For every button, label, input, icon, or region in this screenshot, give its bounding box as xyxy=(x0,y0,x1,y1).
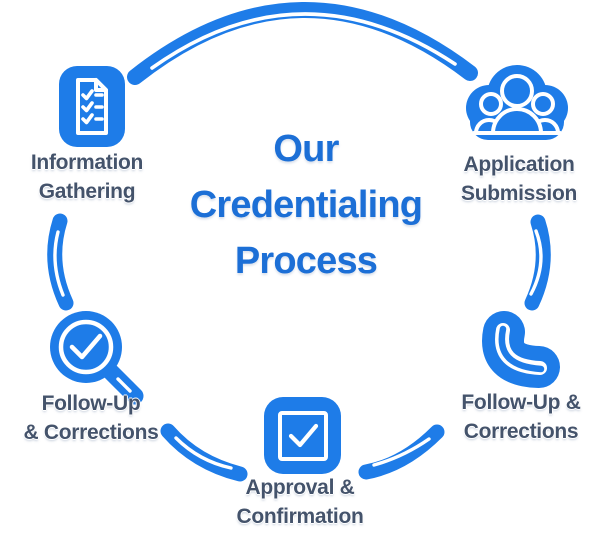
arc-left-connector xyxy=(47,213,74,311)
step-label-line: Submission xyxy=(460,182,578,205)
magnifier-check-icon xyxy=(50,311,144,405)
title-line-1: Our xyxy=(273,128,339,170)
arc-top-connector xyxy=(127,2,478,85)
step-label-follow-up-corrections-right: Follow-Up & Corrections xyxy=(461,388,580,446)
step-label-application-submission: Application Submission xyxy=(461,150,577,208)
step-label-line: Application xyxy=(463,153,575,176)
checklist-clipboard-icon xyxy=(59,66,125,147)
step-label-line: & Corrections xyxy=(23,421,159,444)
title-line-2: Credentialing xyxy=(189,184,423,226)
step-label-information-gathering: Information Gathering xyxy=(30,148,144,206)
step-label-line: Corrections xyxy=(463,420,579,443)
checkbox-icon xyxy=(264,397,341,474)
step-label-approval-confirmation: Approval & Confirmation xyxy=(236,473,363,531)
step-label-line: Confirmation xyxy=(236,505,364,528)
step-label-line: Information xyxy=(30,151,144,174)
step-label-line: Follow-Up & xyxy=(461,391,581,414)
phone-icon xyxy=(482,311,560,388)
diagram-title: Our Credentialing Process xyxy=(189,121,423,289)
arc-bottom-right-connector xyxy=(358,424,445,480)
step-label-line: Gathering xyxy=(38,180,136,203)
arc-bottom-left-connector xyxy=(160,423,248,482)
people-group-icon xyxy=(466,65,568,140)
step-label-follow-up-corrections-left: Follow-Up & Corrections xyxy=(24,389,159,447)
step-label-line: Approval & xyxy=(245,476,355,499)
title-line-3: Process xyxy=(234,240,378,282)
arc-right-connector xyxy=(524,214,551,311)
step-label-line: Follow-Up xyxy=(41,392,141,415)
